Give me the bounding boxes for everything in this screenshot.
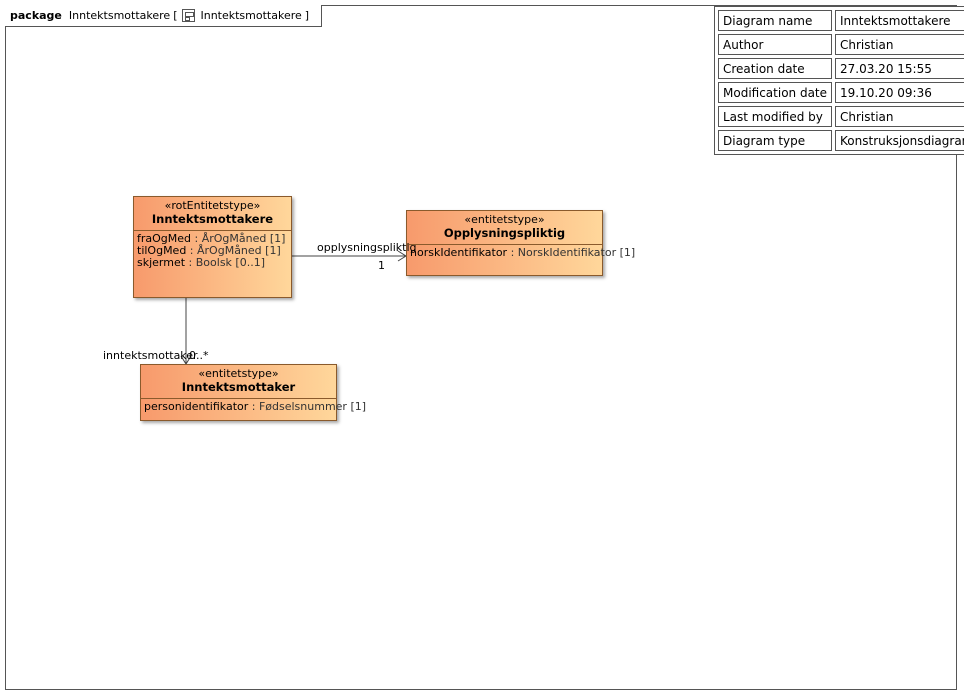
stereotype-label: «rotEntitetstype» <box>164 199 261 212</box>
class-name: Inntektsmottakere <box>151 212 274 226</box>
info-value: Christian <box>835 34 964 55</box>
attribute-type: : Fødselsnummer [1] <box>248 400 367 413</box>
role-label-inntektsmottaker: inntektsmottaker <box>103 349 198 362</box>
class-inntektsmottaker[interactable]: «entitetstype» Inntektsmottaker personid… <box>140 364 366 421</box>
info-value: Christian <box>835 106 964 127</box>
class-inntektsmottakere[interactable]: «rotEntitetstype» Inntektsmottakere fraO… <box>133 196 292 298</box>
info-value: Inntektsmottakere <box>835 10 964 31</box>
info-key: Diagram name <box>718 10 833 31</box>
attribute-name: skjermet <box>137 256 186 269</box>
attribute-name: fraOgMed <box>137 232 192 245</box>
info-key: Diagram type <box>718 130 833 151</box>
attribute-name: norskIdentifikator <box>410 246 508 259</box>
attribute-row: personidentifikator : Fødselsnummer [1] <box>144 400 366 413</box>
package-keyword: package <box>10 9 62 22</box>
attribute-list: norskIdentifikator : NorskIdentifikator … <box>407 245 635 261</box>
info-value: 19.10.20 09:36 <box>835 82 964 103</box>
diagram-frame <box>5 5 957 690</box>
bracket-open: [ <box>173 9 178 22</box>
attribute-row: norskIdentifikator : NorskIdentifikator … <box>410 246 635 259</box>
stereotype-label: «entitetstype» <box>464 213 545 226</box>
role-label-opplysningspliktig: opplysningspliktig <box>317 241 417 254</box>
info-key: Creation date <box>718 58 833 79</box>
attribute-row: tilOgMed : ÅrOgMåned [1] <box>137 245 288 257</box>
attribute-type: : NorskIdentifikator [1] <box>507 246 636 259</box>
attribute-row: skjermet : Boolsk [0..1] <box>137 257 288 269</box>
attribute-type: : ÅrOgMåned [1] <box>191 232 286 245</box>
package-tab: package Inntektsmottakere [ Inntektsmott… <box>5 5 323 27</box>
attribute-name: personidentifikator <box>144 400 249 413</box>
info-value: 27.03.20 15:55 <box>835 58 964 79</box>
class-diagram-icon <box>182 9 196 22</box>
class-header: «rotEntitetstype» Inntektsmottakere <box>134 197 291 231</box>
class-name: Inntektsmottaker <box>181 380 296 394</box>
package-name: Inntektsmottakere <box>68 9 171 22</box>
info-key: Last modified by <box>718 106 833 127</box>
multiplicity-opplysningspliktig: 1 <box>378 259 385 272</box>
class-header: «entitetstype» Inntektsmottaker <box>141 365 336 399</box>
stereotype-label: «entitetstype» <box>198 367 279 380</box>
info-value: Konstruksjonsdiagram <box>835 130 964 151</box>
attribute-type: : ÅrOgMåned [1] <box>186 244 281 257</box>
info-key: Modification date <box>718 82 833 103</box>
class-name: Opplysningspliktig <box>443 226 566 240</box>
diagram-name-label: Inntektsmottakere <box>200 9 302 22</box>
attribute-name: tilOgMed <box>137 244 187 257</box>
multiplicity-inntektsmottaker: 0..* <box>189 349 209 362</box>
class-opplysningspliktig[interactable]: «entitetstype» Opplysningspliktig norskI… <box>406 210 635 276</box>
class-header: «entitetstype» Opplysningspliktig <box>407 211 602 245</box>
attribute-list: fraOgMed : ÅrOgMåned [1] tilOgMed : ÅrOg… <box>134 231 291 271</box>
bracket-close: ] <box>304 9 310 22</box>
attribute-type: : Boolsk [0..1] <box>185 256 265 269</box>
info-key: Author <box>718 34 833 55</box>
attribute-row: fraOgMed : ÅrOgMåned [1] <box>137 233 288 245</box>
attribute-list: personidentifikator : Fødselsnummer [1] <box>141 399 366 415</box>
